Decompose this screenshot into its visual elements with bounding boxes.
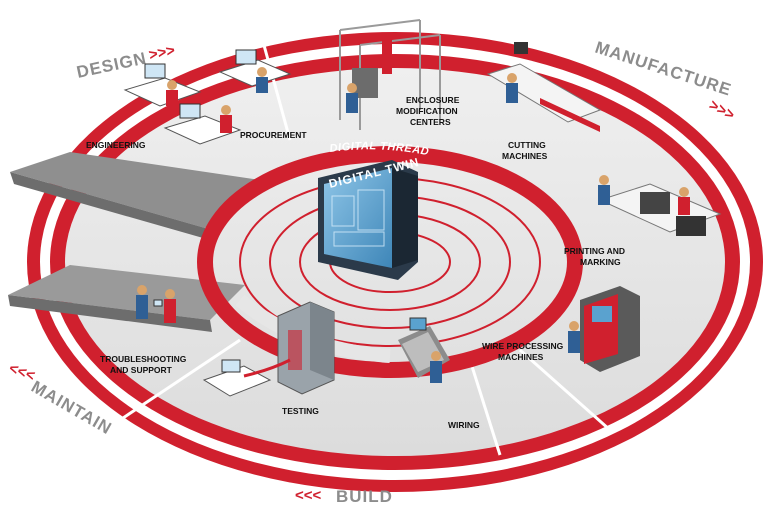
left-plank-top xyxy=(10,152,260,228)
phase-build: BUILD xyxy=(336,487,393,506)
station-cutting-table xyxy=(486,42,602,132)
label-wire-2: MACHINES xyxy=(498,352,544,362)
label-cutting-2: MACHINES xyxy=(502,151,548,161)
phase-design: DESIGN xyxy=(75,49,149,82)
left-plank-top-edge xyxy=(10,172,210,240)
maintain-arrows: <<< xyxy=(7,360,38,385)
label-enclosure-1: ENCLOSURE xyxy=(406,95,460,105)
manufacture-arrows: >>> xyxy=(706,97,737,124)
label-cutting-1: CUTTING xyxy=(508,140,546,150)
label-wiring: WIRING xyxy=(448,420,480,430)
design-arrows: >>> xyxy=(147,42,176,64)
left-plank-bottom xyxy=(8,265,245,320)
left-plank-bottom-edge xyxy=(8,295,212,332)
build-arrows: <<< xyxy=(295,487,322,504)
digital-twin-cabinet: DIGITAL TWIN xyxy=(318,155,421,280)
label-enclosure-2: MODIFICATION xyxy=(396,106,458,116)
label-troubleshooting-1: TROUBLESHOOTING xyxy=(100,354,187,364)
label-enclosure-3: CENTERS xyxy=(410,117,451,127)
label-engineering: ENGINEERING xyxy=(86,140,146,150)
station-printing xyxy=(598,175,722,236)
station-wiring-panel xyxy=(398,317,450,383)
station-testing xyxy=(202,301,335,397)
label-printing-2: MARKING xyxy=(580,257,621,267)
station-wire-machine xyxy=(568,286,640,372)
label-troubleshooting-2: AND SUPPORT xyxy=(110,365,173,375)
station-labels: ENGINEERING PROCUREMENT ENCLOSURE MODIFI… xyxy=(86,95,625,430)
label-wire-1: WIRE PROCESSING xyxy=(482,341,564,351)
section-dividers xyxy=(119,37,611,456)
label-procurement: PROCUREMENT xyxy=(240,130,307,140)
label-testing: TESTING xyxy=(282,406,319,416)
station-enclosure-frame xyxy=(339,19,441,130)
label-printing-1: PRINTING AND xyxy=(564,246,625,256)
station-engineering-desks xyxy=(123,49,292,145)
station-troubleshooting xyxy=(136,285,176,323)
